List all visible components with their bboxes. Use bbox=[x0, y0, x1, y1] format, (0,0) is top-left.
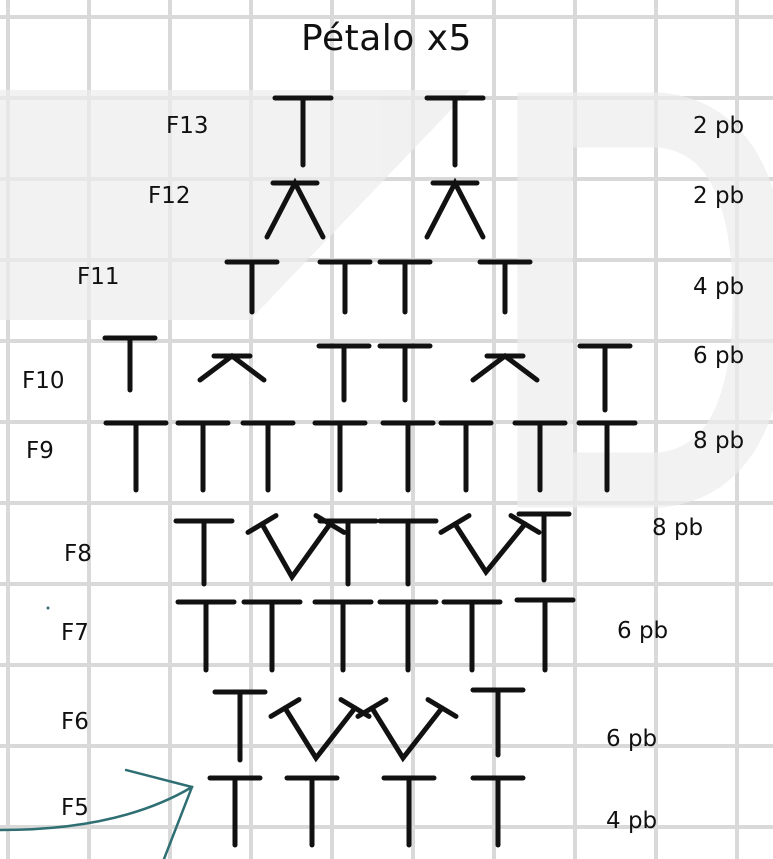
row-label-f10: F10 bbox=[22, 368, 65, 394]
increase-stitch-symbol bbox=[355, 697, 459, 763]
sc-stitch-symbol bbox=[312, 599, 374, 673]
row-label-f12: F12 bbox=[148, 183, 191, 209]
row-label-f7: F7 bbox=[61, 620, 89, 646]
sc-stitch-symbol bbox=[212, 689, 268, 763]
sc-stitch-symbol bbox=[241, 599, 303, 673]
sc-stitch-symbol bbox=[284, 775, 340, 848]
row-count-f5: 4 pb bbox=[606, 808, 658, 834]
row-count-f12: 2 pb bbox=[693, 183, 745, 209]
sc-stitch-symbol bbox=[516, 511, 572, 583]
row-count-f10: 6 pb bbox=[693, 343, 745, 369]
sc-stitch-symbol bbox=[175, 420, 231, 493]
sc-stitch-symbol bbox=[441, 599, 503, 673]
sc-stitch-symbol bbox=[577, 343, 633, 413]
sc-stitch-symbol bbox=[377, 518, 439, 587]
watermark bbox=[0, 90, 773, 508]
row-count-f8: 8 pb bbox=[652, 515, 704, 541]
curved-arrow-icon bbox=[0, 768, 194, 859]
decrease-stitch-symbol bbox=[197, 352, 267, 383]
decrease-stitch-symbol bbox=[424, 177, 486, 240]
sc-stitch-symbol bbox=[514, 597, 576, 673]
row-count-f7: 6 pb bbox=[617, 618, 669, 644]
increase-stitch-symbol bbox=[268, 697, 372, 763]
sc-stitch-symbol bbox=[316, 343, 372, 403]
row-count-f13: 2 pb bbox=[693, 113, 745, 139]
row-count-f9: 8 pb bbox=[693, 428, 745, 454]
sc-stitch-symbol bbox=[317, 259, 373, 315]
decrease-stitch-symbol bbox=[470, 352, 540, 383]
sc-stitch-symbol bbox=[207, 775, 263, 848]
sc-stitch-symbol bbox=[103, 420, 169, 493]
sc-stitch-symbol bbox=[240, 420, 296, 493]
sc-stitch-symbol bbox=[470, 775, 526, 848]
sc-stitch-symbol bbox=[272, 95, 334, 168]
row-label-f11: F11 bbox=[77, 264, 120, 290]
row-label-f5: F5 bbox=[61, 795, 89, 821]
sc-stitch-symbol bbox=[377, 599, 439, 673]
row-label-f9: F9 bbox=[26, 438, 54, 464]
sc-stitch-symbol bbox=[377, 259, 433, 315]
sc-stitch-symbol bbox=[312, 420, 368, 493]
decrease-stitch-symbol bbox=[264, 177, 326, 240]
sc-stitch-symbol bbox=[224, 259, 280, 315]
row-label-f6: F6 bbox=[61, 709, 89, 735]
sc-stitch-symbol bbox=[380, 420, 436, 493]
row-label-f8: F8 bbox=[64, 541, 92, 567]
sc-stitch-symbol bbox=[175, 599, 237, 673]
sc-stitch-symbol bbox=[576, 420, 638, 493]
row-count-f6: 6 pb bbox=[606, 726, 658, 752]
sc-stitch-symbol bbox=[470, 687, 526, 758]
sc-stitch-symbol bbox=[512, 420, 568, 493]
sc-stitch-symbol bbox=[317, 518, 379, 587]
chart-title: Pétalo x5 bbox=[301, 18, 472, 59]
sc-stitch-symbol bbox=[381, 775, 437, 848]
row-label-f13: F13 bbox=[166, 113, 209, 139]
row-count-f11: 4 pb bbox=[693, 274, 745, 300]
ink-dot bbox=[46, 606, 50, 610]
sc-stitch-symbol bbox=[173, 518, 235, 587]
sc-stitch-symbol bbox=[102, 335, 158, 393]
increase-stitch-symbol bbox=[438, 513, 542, 577]
increase-stitch-symbol bbox=[245, 513, 347, 582]
sc-stitch-symbol bbox=[377, 343, 433, 403]
sc-stitch-symbol bbox=[438, 420, 494, 493]
sc-stitch-symbol bbox=[477, 259, 533, 315]
sc-stitch-symbol bbox=[424, 95, 486, 168]
